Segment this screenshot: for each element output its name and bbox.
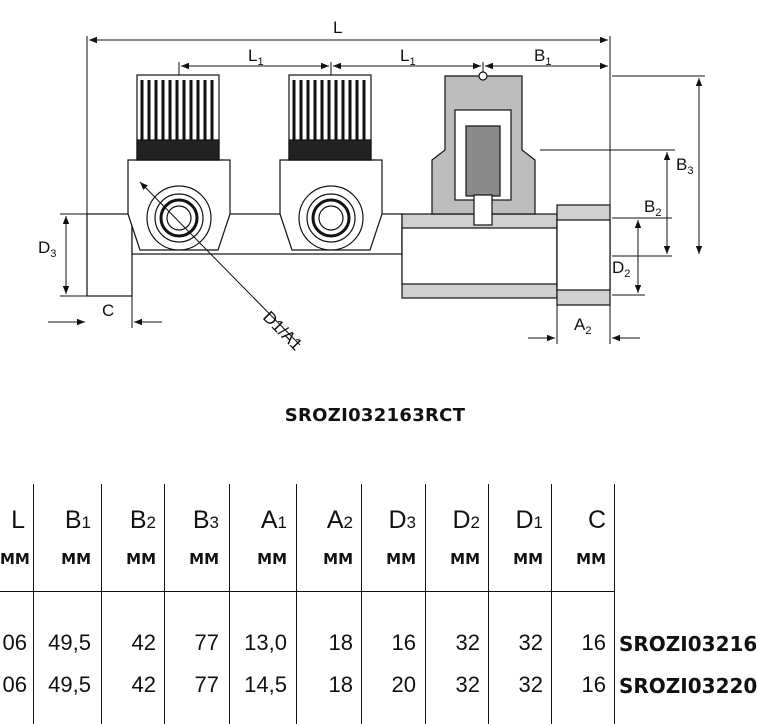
dim-sub-B3: 3 — [687, 165, 693, 177]
dim-sub-B2: 2 — [655, 207, 661, 219]
unit-L: MM — [0, 550, 30, 568]
col-header-A1: A1 — [260, 506, 287, 534]
grid-line — [361, 484, 362, 724]
cell-D3: 20 — [391, 672, 416, 697]
cell-A2: 18 — [328, 630, 353, 655]
grid-line — [488, 484, 489, 724]
dim-sub-D3: 3 — [50, 248, 56, 260]
dim-label-D3: D — [38, 238, 50, 257]
grid-line — [551, 484, 552, 724]
cell-D1: 32 — [518, 630, 543, 655]
unit-B2: MM — [126, 550, 156, 568]
unit-D1: MM — [513, 550, 543, 568]
cell-A1: 14,5 — [244, 672, 287, 697]
dim-label-L1a: L — [248, 46, 257, 65]
cell-A1: 13,0 — [244, 630, 287, 655]
svg-text:B2: B2 — [644, 197, 661, 219]
dimension-C: C — [48, 296, 162, 328]
grid-line — [229, 484, 230, 724]
col-header-B2: B2 — [129, 506, 156, 534]
grid-line — [164, 484, 165, 724]
col-header-D1: D1 — [515, 506, 543, 534]
dim-sub-B1: 1 — [545, 56, 551, 68]
cell-B2: 42 — [131, 630, 156, 655]
dim-label-D2: D — [612, 258, 624, 277]
dim-label-B2: B — [644, 197, 655, 216]
spec-table: L B1 B2 B3 A1 A2 D3 D2 D1 C MM MM MM MM … — [0, 484, 757, 724]
grid-line — [33, 484, 34, 724]
dim-label-B1: B — [534, 46, 545, 65]
cell-L: 06 — [2, 630, 27, 655]
cell-code: SROZI03220 — [619, 674, 757, 698]
cell-C: 16 — [581, 672, 606, 697]
unit-D3: MM — [386, 550, 416, 568]
col-header-D3: D3 — [388, 506, 416, 534]
cell-D3: 16 — [391, 630, 416, 655]
dim-label-D1A1: D1/A1 — [259, 307, 306, 354]
grid-line — [614, 484, 615, 724]
col-header-D2: D2 — [452, 506, 480, 534]
cell-D2: 32 — [455, 630, 480, 655]
dim-label-A2: A — [574, 315, 586, 334]
dim-label-B3: B — [676, 155, 687, 174]
dim-sub-L1b: 1 — [409, 56, 415, 68]
svg-text:B3: B3 — [676, 155, 693, 177]
svg-text:B1: B1 — [534, 46, 551, 68]
cell-B3: 77 — [194, 630, 219, 655]
cell-B1: 49,5 — [48, 672, 91, 697]
unit-B1: MM — [61, 550, 91, 568]
cell-D1: 32 — [518, 672, 543, 697]
unit-A1: MM — [257, 550, 287, 568]
cell-C: 16 — [581, 630, 606, 655]
technical-drawing: L L1 L1 B1 — [38, 18, 705, 354]
dim-sub-L1a: 1 — [257, 56, 263, 68]
col-header-C: C — [587, 506, 606, 534]
dim-label-C: C — [102, 301, 114, 320]
unit-D2: MM — [450, 550, 480, 568]
cell-A2: 18 — [328, 672, 353, 697]
svg-text:A2: A2 — [574, 315, 591, 337]
dim-sub-D2: 2 — [624, 268, 630, 280]
unit-B3: MM — [189, 550, 219, 568]
col-header-A2: A2 — [326, 506, 353, 534]
svg-text:D3: D3 — [38, 238, 56, 260]
dim-label-L1b: L — [400, 46, 409, 65]
cell-D2: 32 — [455, 672, 480, 697]
cell-code: SROZI03216 — [619, 632, 757, 656]
dimension-D3: D3 — [38, 213, 90, 297]
col-header-B3: B3 — [192, 506, 219, 534]
cell-B3: 77 — [194, 672, 219, 697]
product-caption: SROZI032163RCT — [284, 405, 466, 426]
cell-L: 06 — [2, 672, 27, 697]
dim-sub-A2: 2 — [585, 325, 591, 337]
col-header-B1: B1 — [64, 506, 91, 534]
grid-line — [425, 484, 426, 724]
header-divider — [0, 591, 615, 592]
svg-text:L1: L1 — [400, 46, 416, 68]
grid-line — [296, 484, 297, 724]
dimension-right: B3 B2 D2 A2 — [528, 75, 705, 344]
cell-B1: 49,5 — [48, 630, 91, 655]
unit-C: MM — [576, 550, 606, 568]
svg-text:D2: D2 — [612, 258, 630, 280]
svg-text:L1: L1 — [248, 46, 264, 68]
dim-label-L: L — [333, 18, 342, 37]
section-view — [401, 71, 611, 306]
manifold-body — [86, 74, 403, 297]
col-header-L: L — [11, 506, 25, 534]
grid-line — [101, 484, 102, 724]
dimension-L1-B1: L1 L1 B1 — [178, 46, 608, 80]
cell-B2: 42 — [131, 672, 156, 697]
unit-A2: MM — [323, 550, 353, 568]
